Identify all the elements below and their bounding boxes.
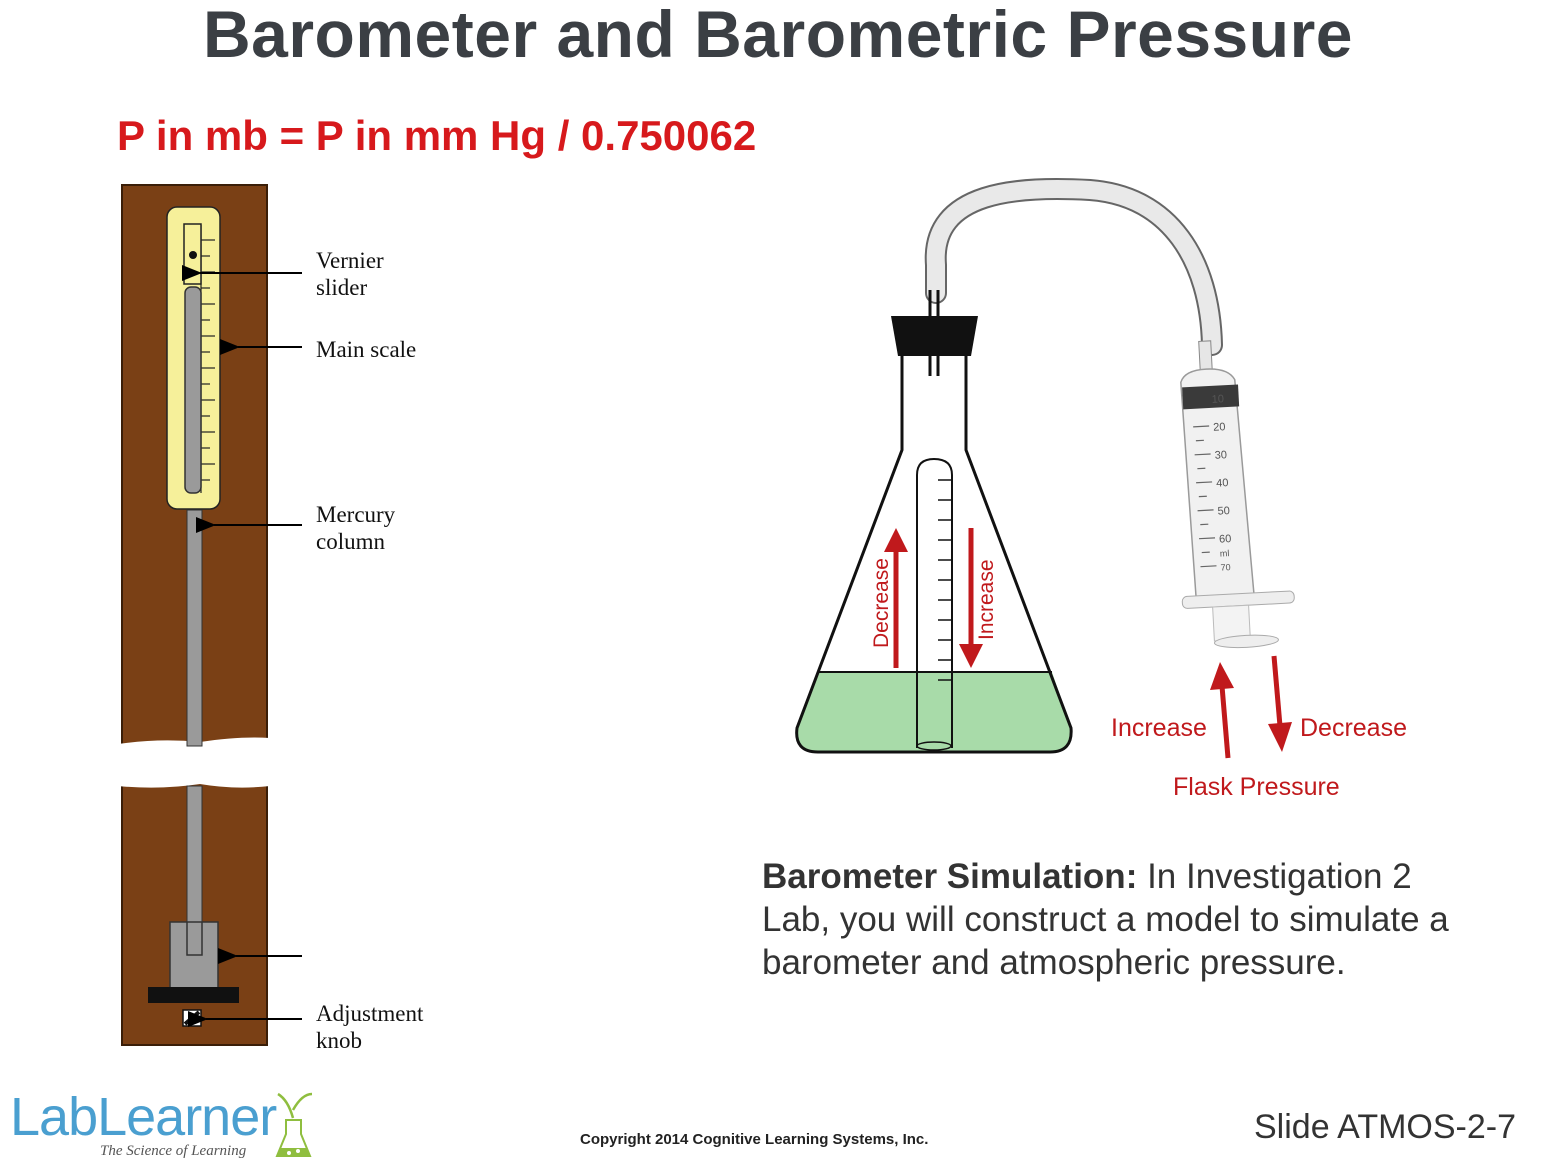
- slide-number: Slide ATMOS-2-7: [1254, 1108, 1517, 1146]
- syringe-mark-30: 30: [1214, 449, 1227, 462]
- syringe-mark-50: 50: [1217, 505, 1230, 518]
- syringe-up-arrow: [1219, 685, 1231, 759]
- tube-decrease-label: Decrease: [870, 558, 893, 648]
- syringe-mark-ml: ml: [1220, 548, 1230, 558]
- syringe-mark-10: 10: [1211, 393, 1224, 406]
- syringe-mark-70: 70: [1220, 562, 1231, 573]
- rubber-stopper: [891, 316, 978, 356]
- vernier-dot: [189, 251, 197, 259]
- rubber-hose: [924, 177, 1223, 356]
- tube-increase-label: Increase: [975, 559, 998, 640]
- syringe-mark-20: 20: [1213, 421, 1226, 434]
- simulation-description: Barometer Simulation: In Investigation 2…: [762, 855, 1482, 984]
- syringe-plunger-seal: [1182, 384, 1240, 410]
- flask-simulation-diagram: Decrease Increase 10 20 30 40: [795, 177, 1407, 801]
- label-mercury-1: Mercury: [316, 502, 396, 527]
- label-adjust-2: knob: [316, 1028, 362, 1053]
- reservoir-base: [148, 987, 239, 1003]
- erlenmeyer-flask: [795, 355, 1073, 754]
- syringe-gradations: [1193, 425, 1217, 568]
- syringe-thumb-pad: [1214, 634, 1279, 649]
- lablearner-tagline: The Science of Learning: [100, 1143, 247, 1159]
- copyright-notice: Copyright 2014 Cognitive Learning System…: [580, 1131, 929, 1148]
- label-vernier-2: slider: [316, 275, 367, 300]
- simulation-body: In Investigation 2 Lab, you will constru…: [762, 857, 1449, 982]
- flask-pressure-label: Flask Pressure: [1173, 773, 1340, 801]
- syringe: 10 20 30 40 50 60 ml 70: [1180, 340, 1295, 649]
- flask-liquid: [796, 672, 1072, 752]
- mercury-column-upper: [186, 509, 203, 747]
- label-vernier-1: Vernier: [316, 248, 384, 273]
- syringe-down-arrow: [1271, 655, 1283, 727]
- conversion-formula: P in mb = P in mm Hg / 0.750062: [117, 112, 757, 159]
- simulation-heading: Barometer Simulation:: [762, 857, 1138, 896]
- syringe-numbers: 10 20 30 40 50 60 ml 70: [1211, 393, 1232, 573]
- board-break: [118, 737, 270, 788]
- lablearner-flask-icon: [275, 1092, 313, 1157]
- label-mercury-2: column: [316, 529, 385, 554]
- tube-ticks: [938, 479, 952, 681]
- lablearner-logo: LabLearner: [10, 1087, 277, 1147]
- mercury-column-lower: [186, 785, 203, 923]
- label-adjust-1: Adjustment: [316, 1001, 424, 1026]
- glass-tube-upper: [184, 286, 202, 494]
- label-main-scale: Main scale: [316, 337, 416, 362]
- slide-title: Barometer and Barometric Pressure: [203, 0, 1353, 71]
- syringe-increase-label: Increase: [1111, 714, 1207, 742]
- barometer-diagram: Vernier slider Main scale Mercury column…: [118, 184, 424, 1053]
- syringe-mark-60: 60: [1219, 533, 1232, 546]
- graduated-tube: [916, 457, 953, 748]
- syringe-mark-40: 40: [1216, 477, 1229, 490]
- syringe-decrease-label: Decrease: [1300, 714, 1407, 742]
